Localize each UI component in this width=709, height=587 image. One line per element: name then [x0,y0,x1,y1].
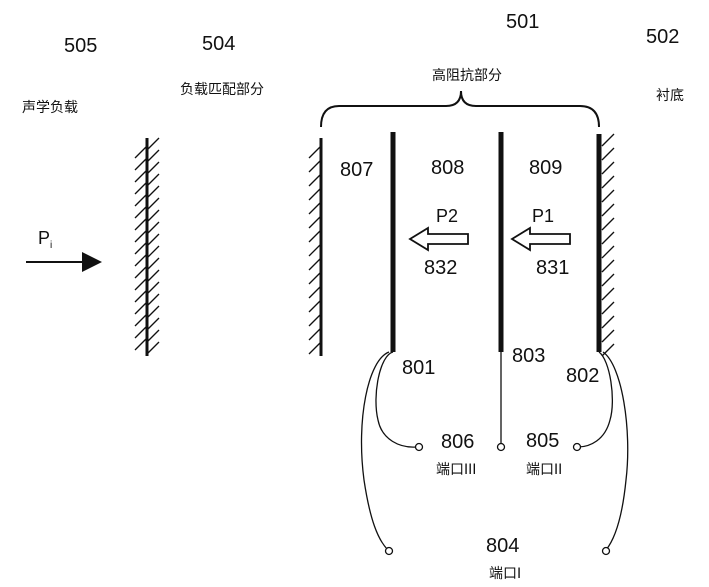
terminal-804-left [386,548,393,555]
label-505: 505 [64,35,97,57]
label-504: 504 [202,33,235,55]
label-substrate: 衬底 [656,88,684,104]
label-high-impedance: 高阻抗部分 [432,67,502,84]
label-port2: 端口II [526,462,562,478]
label-port1: 端口I [489,566,521,582]
label-808: 808 [431,157,464,179]
label-load-matching: 负载匹配部分 [180,82,264,98]
hatched-wall-substrate [599,134,614,356]
label-801: 801 [402,357,435,379]
hatched-wall-left [309,138,321,356]
label-831: 831 [536,257,569,279]
label-804: 804 [486,535,519,557]
label-502: 502 [646,26,679,48]
terminal-804-right [603,548,610,555]
label-p1: P1 [532,206,554,226]
label-832: 832 [424,257,457,279]
hatched-wall-load [135,138,159,356]
label-805: 805 [526,430,559,452]
label-802: 802 [566,365,599,387]
label-501: 501 [506,11,539,33]
label-port3: 端口III [436,462,476,478]
label-807: 807 [340,159,373,181]
label-809: 809 [529,157,562,179]
arrow-p1 [512,228,570,250]
label-pi: P [38,228,50,248]
label-acoustic-load: 声学负载 [22,100,78,116]
label-806: 806 [441,431,474,453]
terminal-805 [574,444,581,451]
arrow-p2 [410,228,468,250]
label-803: 803 [512,345,545,367]
brace-high-impedance [321,91,599,127]
terminal-806 [416,444,423,451]
label-pi-sub: i [50,240,52,251]
terminal-803 [498,444,505,451]
label-p2: P2 [436,206,458,226]
